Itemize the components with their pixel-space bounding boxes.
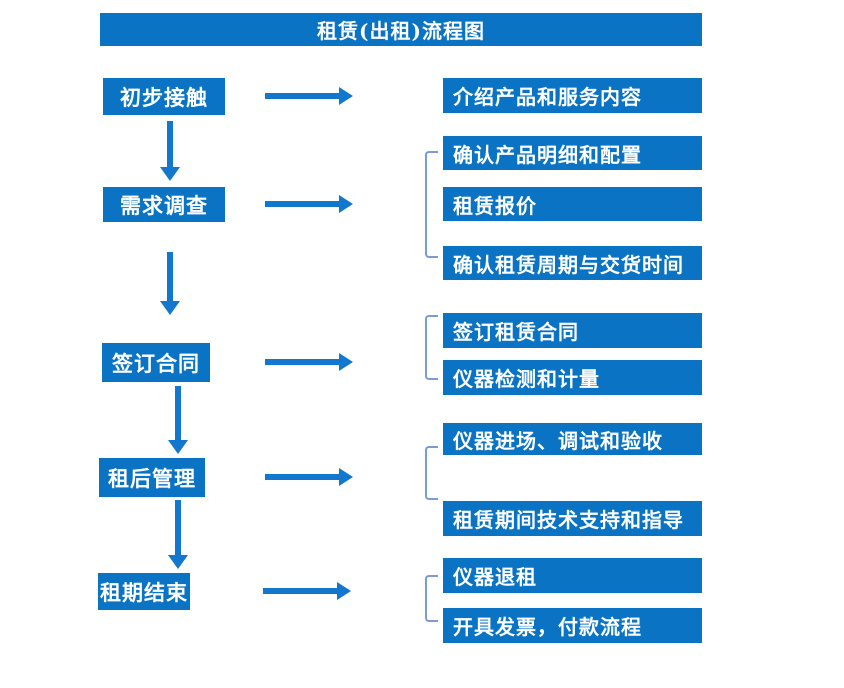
arrow-shaft bbox=[265, 201, 341, 207]
step-box-demand-survey: 需求调查 bbox=[103, 187, 225, 222]
arrow-shaft bbox=[167, 121, 173, 169]
arrow-shaft bbox=[265, 359, 341, 365]
down-arrow-icon bbox=[159, 121, 181, 181]
group-bracket bbox=[425, 151, 438, 258]
right-arrow-icon bbox=[265, 86, 353, 106]
detail-box-introduce-products: 介绍产品和服务内容 bbox=[443, 78, 702, 113]
step-box-sign-contract: 签订合同 bbox=[102, 343, 210, 382]
arrow-head bbox=[337, 582, 351, 600]
detail-box-invoice-payment: 开具发票，付款流程 bbox=[443, 608, 702, 643]
detail-box-technical-support: 租赁期间技术支持和指导 bbox=[443, 501, 702, 536]
arrow-head bbox=[339, 353, 353, 371]
arrow-head bbox=[168, 440, 188, 454]
down-arrow-icon bbox=[167, 386, 189, 454]
step-box-initial-contact: 初步接触 bbox=[103, 78, 225, 115]
group-bracket bbox=[425, 446, 438, 500]
right-arrow-icon bbox=[265, 352, 353, 372]
step-box-post-rental-management: 租后管理 bbox=[99, 458, 205, 497]
arrow-shaft bbox=[265, 474, 341, 480]
arrow-shaft bbox=[263, 588, 339, 594]
arrow-shaft bbox=[167, 252, 173, 303]
detail-box-rental-quote: 租赁报价 bbox=[443, 187, 702, 221]
detail-box-confirm-rental-period: 确认租赁周期与交货时间 bbox=[443, 246, 702, 280]
right-arrow-icon bbox=[265, 194, 353, 214]
detail-box-instrument-return: 仪器退租 bbox=[443, 558, 702, 593]
arrow-shaft bbox=[175, 500, 181, 557]
arrow-head bbox=[168, 555, 188, 569]
arrow-head bbox=[160, 301, 180, 315]
arrow-shaft bbox=[175, 386, 181, 442]
down-arrow-icon bbox=[159, 252, 181, 315]
right-arrow-icon bbox=[263, 581, 351, 601]
arrow-head bbox=[339, 195, 353, 213]
group-bracket bbox=[425, 575, 438, 622]
down-arrow-icon bbox=[167, 500, 189, 569]
right-arrow-icon bbox=[265, 467, 353, 487]
arrow-head bbox=[339, 468, 353, 486]
step-box-lease-end: 租期结束 bbox=[98, 573, 190, 610]
group-bracket bbox=[425, 315, 438, 380]
detail-box-sign-rental-contract: 签订租赁合同 bbox=[443, 313, 702, 348]
detail-box-confirm-product-details: 确认产品明细和配置 bbox=[443, 136, 702, 170]
detail-box-instrument-setup: 仪器进场、调试和验收 bbox=[443, 423, 702, 455]
arrow-head bbox=[339, 87, 353, 105]
chart-title: 租赁(出租)流程图 bbox=[100, 13, 702, 46]
detail-box-instrument-testing: 仪器检测和计量 bbox=[443, 360, 702, 395]
arrow-head bbox=[160, 167, 180, 181]
arrow-shaft bbox=[265, 93, 341, 99]
